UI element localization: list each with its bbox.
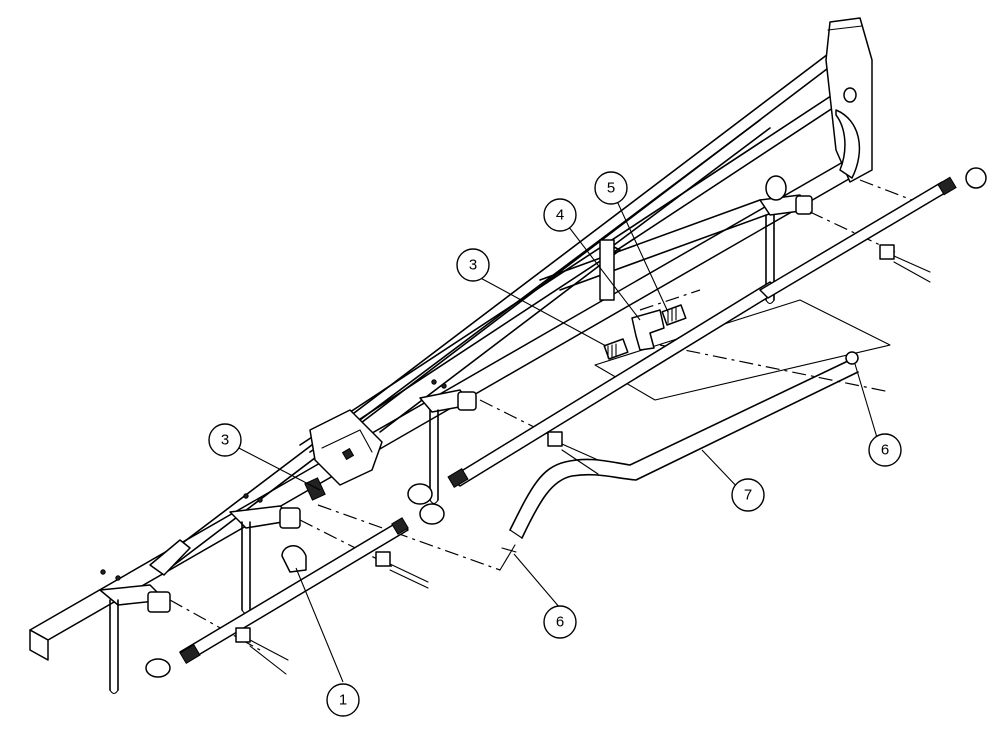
callout-3-left: 3 [208, 423, 242, 457]
svg-text:6: 6 [556, 614, 564, 631]
callout-6-bottom: 6 [543, 605, 577, 639]
pipe-clamps [235, 244, 931, 675]
hose-part-7 [501, 351, 859, 553]
callout-7: 7 [731, 478, 765, 512]
end-caps [145, 167, 987, 678]
center-lines [169, 179, 926, 651]
hanger-brackets [99, 175, 813, 695]
boom-frame [29, 17, 873, 661]
svg-text:6: 6 [881, 442, 889, 459]
svg-text:3: 3 [221, 432, 229, 449]
callout-4: 4 [543, 198, 577, 232]
callout-6-right: 6 [868, 433, 902, 467]
callout-1: 1 [326, 683, 360, 717]
callout-5: 5 [594, 171, 628, 205]
svg-text:4: 4 [556, 207, 564, 224]
svg-text:7: 7 [744, 487, 752, 504]
leader-lines [232, 187, 879, 683]
svg-text:5: 5 [607, 180, 615, 197]
svg-text:3: 3 [469, 257, 477, 274]
svg-text:1: 1 [339, 692, 347, 709]
callout-3-right: 3 [456, 248, 490, 282]
spray-pipes [179, 176, 957, 664]
fittings [281, 304, 687, 573]
